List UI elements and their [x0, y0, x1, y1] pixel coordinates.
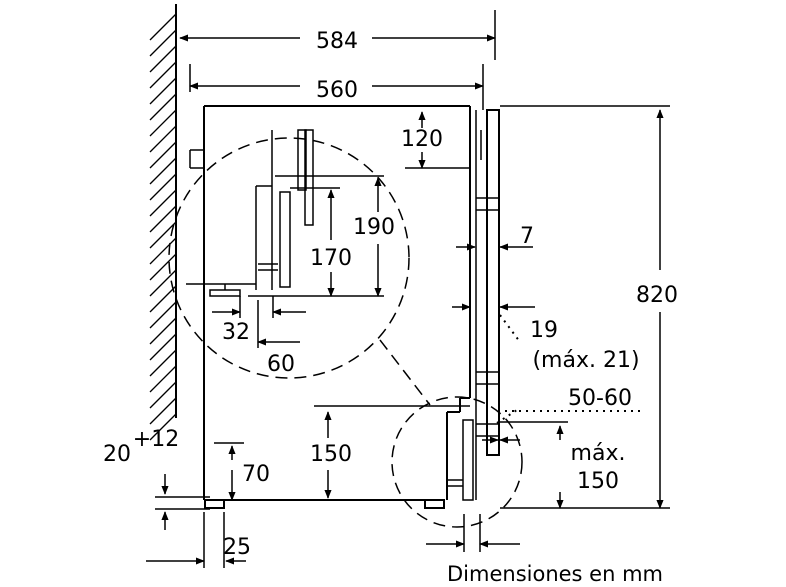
dim-70: 70	[242, 462, 270, 487]
dim-560: 560	[316, 78, 358, 103]
wall-hatch-line	[149, 109, 177, 137]
wall-hatch-line	[149, 157, 177, 185]
dimension-labels: 584 560 120 190 170 7 820 32 60 19 (máx.…	[103, 29, 678, 560]
wall-hatch-line	[149, 413, 177, 441]
wall-hatch-line	[149, 29, 177, 57]
dim-20: 20	[103, 442, 131, 467]
dim-19: 19	[530, 318, 558, 343]
appliance-feet	[204, 499, 445, 509]
dim-19-max: (máx. 21)	[532, 348, 639, 373]
dim-60: 60	[267, 352, 295, 377]
wall-hatch-line	[149, 237, 177, 265]
dim-plus-12: +12	[133, 427, 179, 452]
dim-150-right: 150	[577, 469, 619, 494]
wall-hatch-line	[149, 141, 177, 169]
wall-hatch-line	[149, 381, 177, 409]
wall-hatch-line	[149, 333, 177, 361]
wall-hatch-line	[149, 125, 177, 153]
wall-hatch-line	[149, 61, 177, 89]
cabinet-outline	[189, 105, 471, 501]
detail-b-contents	[447, 419, 474, 501]
dim-25: 25	[223, 535, 251, 560]
wall	[149, 4, 177, 441]
wall-hatch-line	[149, 269, 177, 297]
wall-hatch-line	[149, 93, 177, 121]
wall-hatch-line	[149, 317, 177, 345]
dim-120: 120	[401, 127, 443, 152]
dim-50-60: 50-60	[568, 386, 632, 411]
dim-max: máx.	[571, 441, 626, 466]
wall-hatch-line	[149, 45, 177, 73]
dim-170: 170	[310, 246, 352, 271]
wall-hatch-line	[149, 301, 177, 329]
wall-hatch-line	[149, 189, 177, 217]
dim-584: 584	[316, 29, 358, 54]
dim-7: 7	[520, 224, 534, 249]
wall-hatch-line	[149, 365, 177, 393]
wall-hatch-line	[149, 253, 177, 281]
appliance-door	[475, 109, 500, 500]
dim-32: 32	[222, 320, 250, 345]
units-caption: Dimensiones en mm	[447, 562, 663, 586]
wall-hatch-line	[149, 205, 177, 233]
wall-hatch-line	[149, 397, 177, 425]
dim-820: 820	[636, 283, 678, 308]
wall-hatch-line	[149, 285, 177, 313]
wall-hatch-line	[149, 349, 177, 377]
wall-hatch-line	[149, 221, 177, 249]
wall-hatch-line	[149, 13, 177, 41]
leader-19	[499, 314, 521, 343]
detail-a-contents	[186, 129, 314, 297]
detail-circles	[168, 137, 523, 528]
wall-hatch-line	[149, 173, 177, 201]
wall-hatch-line	[149, 77, 177, 105]
dim-190: 190	[353, 215, 395, 240]
dimension-lines	[146, 10, 670, 568]
wall-hatching	[149, 13, 177, 441]
dim-150-left: 150	[310, 442, 352, 467]
leader-50-60	[496, 407, 521, 424]
